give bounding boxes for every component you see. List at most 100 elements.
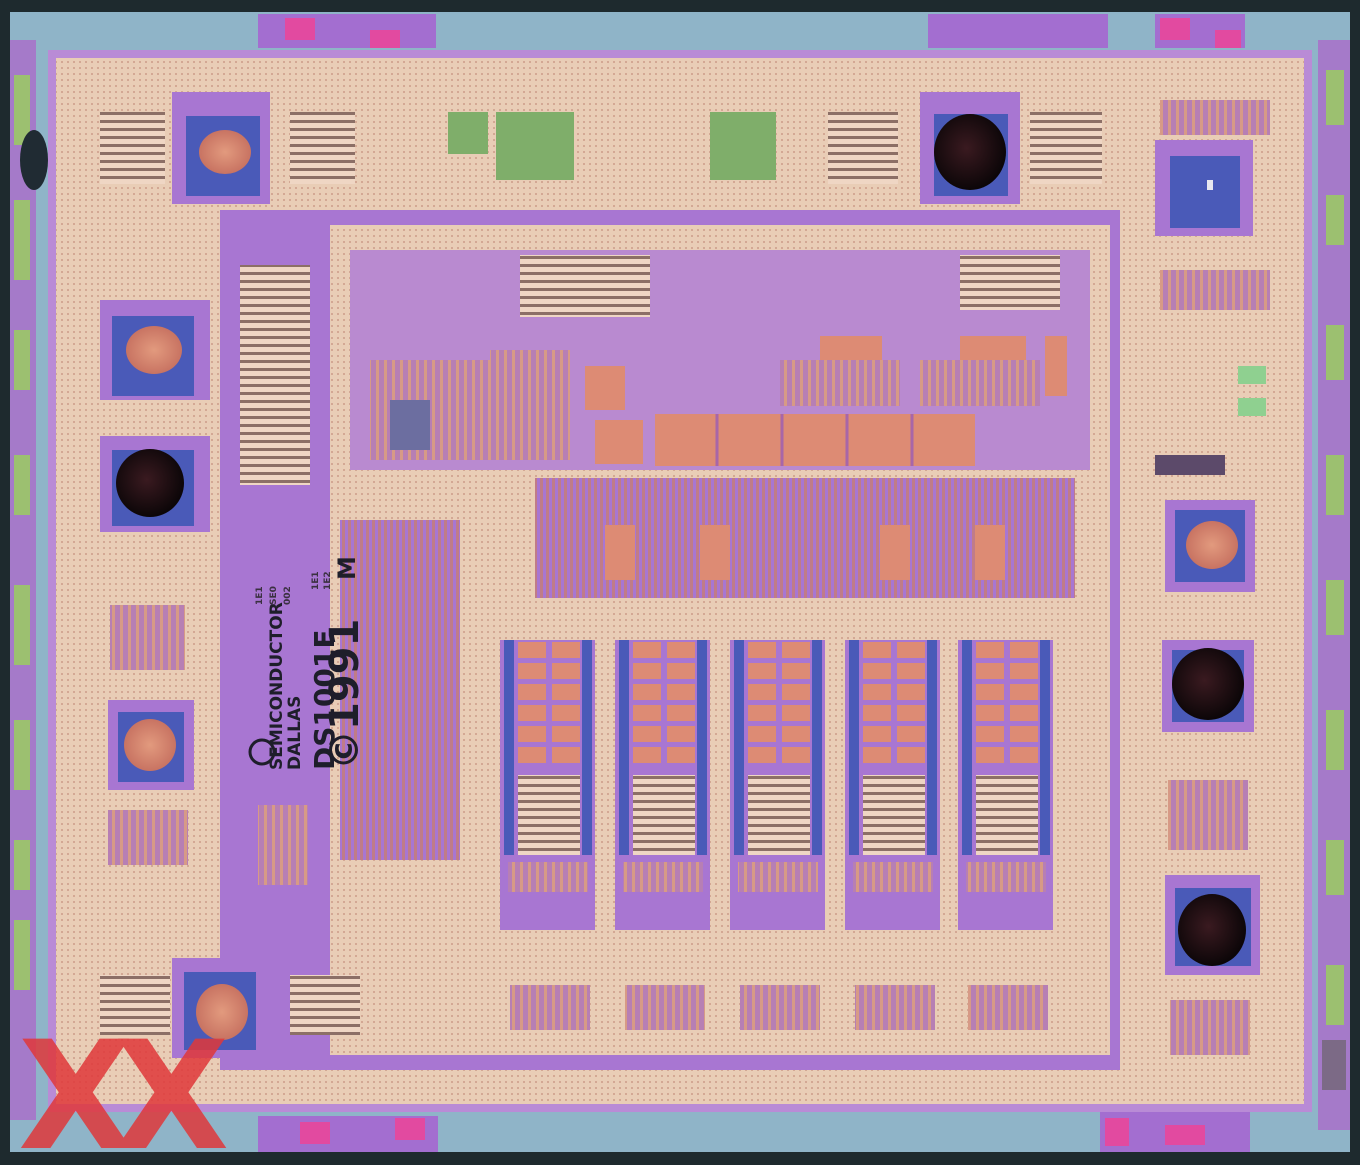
resistor-cell <box>1010 642 1038 658</box>
resistor-cell <box>518 684 546 700</box>
resistor-cell <box>748 747 776 763</box>
resistor-cell <box>748 705 776 721</box>
bond-pads <box>100 92 1260 1058</box>
bond-pad-black <box>1178 894 1246 966</box>
array-column-lines <box>518 775 580 855</box>
bond-pad-copper <box>126 326 182 374</box>
rev-code: 002 <box>283 586 293 605</box>
resistor-cell <box>897 663 925 679</box>
logo-circle <box>248 738 276 766</box>
resistor-cell <box>552 684 580 700</box>
resistor-cell <box>518 705 546 721</box>
resistor-cell <box>667 747 695 763</box>
array-column-lines <box>633 775 695 855</box>
left-signal-bus <box>240 265 460 885</box>
resistor-cell <box>897 747 925 763</box>
array-column-edge <box>504 640 514 855</box>
resistor-cell <box>552 663 580 679</box>
part-number: DS1001E <box>308 630 341 770</box>
resistor-cell <box>976 642 1004 658</box>
resistor-cell <box>633 726 661 742</box>
resistor-cell <box>633 684 661 700</box>
bond-pad-black <box>934 114 1006 190</box>
resistor-cell <box>976 705 1004 721</box>
resistor-cell <box>897 705 925 721</box>
middle-transistor-band <box>535 478 1075 598</box>
resistor-cell <box>976 726 1004 742</box>
resistor-cell <box>552 705 580 721</box>
resistor-cell <box>863 663 891 679</box>
resistor-cell <box>667 663 695 679</box>
driver-block <box>740 985 820 1030</box>
array-column-edge <box>849 640 859 855</box>
right-edge-structures <box>1318 40 1350 1130</box>
resistor-cell <box>667 642 695 658</box>
resistor-cell <box>748 642 776 658</box>
resistor-cell <box>518 663 546 679</box>
resistor-cell <box>552 747 580 763</box>
resistor-cell <box>1010 705 1038 721</box>
resistor-cell <box>667 726 695 742</box>
bond-pad-black <box>116 449 184 517</box>
resistor-cell <box>748 684 776 700</box>
resistor-cell <box>863 705 891 721</box>
resistor-cell <box>633 642 661 658</box>
upper-logic-block <box>350 250 1090 470</box>
resistor-cell <box>782 705 810 721</box>
rev-codes: 1E1 SE0 002 1E1 1E2 <box>255 571 333 605</box>
resistor-cell <box>748 663 776 679</box>
driver-block <box>968 985 1048 1030</box>
driver-block <box>510 985 590 1030</box>
resistor-cell <box>782 684 810 700</box>
resistor-cell <box>552 726 580 742</box>
resistor-cell <box>518 642 546 658</box>
resistor-cell <box>667 705 695 721</box>
array-column-edge <box>619 640 629 855</box>
resistor-cell <box>976 747 1004 763</box>
resistor-cell <box>633 747 661 763</box>
watermark-logo: XX <box>18 1010 227 1165</box>
resistor-cell <box>782 726 810 742</box>
resistor-cell <box>748 726 776 742</box>
copyright-year: ©1991 <box>322 619 368 770</box>
company-name-line2: SEMICONDUCTOR <box>267 602 287 770</box>
array-column-tail <box>738 862 818 892</box>
resistor-cell <box>976 663 1004 679</box>
io-finger-structures <box>100 100 1270 1055</box>
array-column-tail <box>853 862 933 892</box>
resistor-cell <box>782 747 810 763</box>
resistor-array <box>500 640 1053 930</box>
rev-code: 1E1 <box>311 571 321 590</box>
rev-code: 1E2 <box>323 571 333 590</box>
array-column-tail <box>623 862 703 892</box>
resistor-cell <box>1010 747 1038 763</box>
driver-block <box>855 985 935 1030</box>
bond-pad-black <box>1172 648 1244 720</box>
bond-pad-copper <box>1186 521 1238 569</box>
resistor-cell <box>782 663 810 679</box>
resistor-cell <box>552 642 580 658</box>
array-column-lines <box>863 775 925 855</box>
resistor-cell <box>897 726 925 742</box>
mask-mark: M <box>333 556 361 580</box>
array-column-lines <box>748 775 810 855</box>
bond-pad-copper <box>196 984 248 1040</box>
bond-pad-copper <box>124 719 176 771</box>
array-column-edge <box>734 640 744 855</box>
resistor-cell <box>1010 663 1038 679</box>
resistor-cell <box>518 726 546 742</box>
resistor-cell <box>863 684 891 700</box>
resistor-cell <box>897 684 925 700</box>
resistor-cell <box>633 705 661 721</box>
array-column-edge <box>812 640 822 855</box>
resistor-cell <box>897 642 925 658</box>
array-column-edge <box>1040 640 1050 855</box>
bottom-test-structures <box>258 1112 1250 1152</box>
resistor-cell <box>863 642 891 658</box>
resistor-cell <box>863 747 891 763</box>
array-column-edge <box>927 640 937 855</box>
left-edge-structures <box>10 40 48 1120</box>
resistor-cell <box>782 642 810 658</box>
resistor-cell <box>863 726 891 742</box>
